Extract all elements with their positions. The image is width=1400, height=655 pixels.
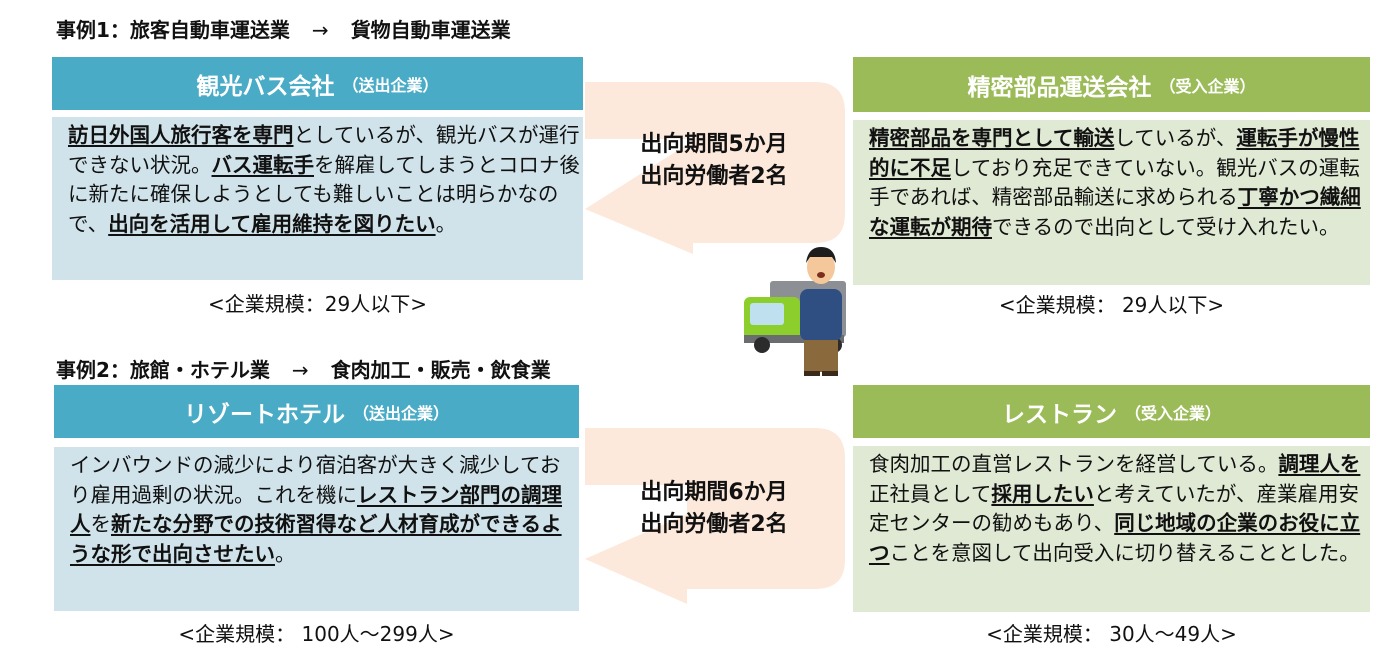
body-text: ことを意図して出向受入に切り替えることとした。 xyxy=(889,540,1360,565)
case1-sender-name: 観光バス会社 xyxy=(196,73,335,100)
emphasized-text: 同じ地域の企業のお役に立つ xyxy=(869,511,1361,565)
case2-transfer-info: 出向期間6か月 出向労働者2名 xyxy=(596,477,832,541)
case2-sender-role: （送出企業） xyxy=(352,403,449,423)
u-turn-arrow-icon xyxy=(585,428,845,604)
case2-title-to: 食肉加工・販売・飲食業 xyxy=(330,358,551,382)
case2-sender-size: <企業規模： 100人～299人> xyxy=(178,622,455,646)
emphasized-text: バス運転手 xyxy=(211,152,315,177)
case1-transfer-info: 出向期間5か月 出向労働者2名 xyxy=(596,129,832,193)
case1-transfer-period: 出向期間5か月 xyxy=(640,132,788,157)
case1-transfer-workers: 出向労働者2名 xyxy=(640,164,788,189)
body-text: を解雇してしまうとコロナ後に新たに確保しようとしても難しいことは明らかなので、 xyxy=(68,152,580,236)
case1-receiver-description: 精密部品を専門として輸送しているが、運転手が慢性的に不足しており充足できていない… xyxy=(853,120,1370,285)
case1-receiver-size: <企業規模： 29人以下> xyxy=(998,293,1225,317)
case2-title-from: 事例2：旅館・ホテル業 xyxy=(56,358,270,382)
right-arrow-icon: → xyxy=(291,358,309,382)
body-text: 。 xyxy=(435,211,457,236)
case2-receiver-header: レストラン （受入企業） xyxy=(853,385,1370,438)
case2-transfer-workers: 出向労働者2名 xyxy=(640,512,788,537)
body-text: しており充足できていない。観光バスの運転手であれば、精密部品輸送に求められる xyxy=(869,155,1360,210)
case1-title: 事例1：旅客自動車運送業 → 貨物自動車運送業 xyxy=(56,14,511,43)
case2-receiver-role: （受入企業） xyxy=(1124,403,1221,423)
body-text: 正社員として xyxy=(869,481,992,506)
emphasized-text: 運転手が慢性的に不足 xyxy=(869,126,1360,180)
body-text: できるので出向として受け入れたい。 xyxy=(992,214,1340,239)
case2-receiver-size: <企業規模： 30人～49人> xyxy=(986,622,1237,646)
case2-receiver-name: レストラン xyxy=(1001,401,1117,428)
body-text: しているが、 xyxy=(1114,126,1237,150)
body-text: インバウンドの減少により宿泊客が大きく減少しており雇用過剰の状況。これを機に xyxy=(70,453,561,507)
case1-sender-header: 観光バス会社 （送出企業） xyxy=(52,57,583,110)
case2-sender-description: インバウンドの減少により宿泊客が大きく減少しており雇用過剰の状況。これを機にレス… xyxy=(54,447,579,611)
case1-receiver-role: （受入企業） xyxy=(1159,76,1256,96)
case1-receiver-header: 精密部品運送会社 （受入企業） xyxy=(853,57,1370,112)
case2-receiver-description: 食肉加工の直営レストランを経営している。調理人を正社員として採用したいと考えてい… xyxy=(853,446,1370,612)
emphasized-text: レストラン部門の調理人 xyxy=(70,482,562,537)
body-text: を xyxy=(90,512,112,536)
case2-title: 事例2：旅館・ホテル業 → 食肉加工・販売・飲食業 xyxy=(56,354,551,383)
truck-driver-illustration xyxy=(744,247,846,376)
case1-title-from: 事例1：旅客自動車運送業 xyxy=(56,18,290,42)
body-text: 。 xyxy=(275,541,296,566)
case2-sender-name: リゾートホテル xyxy=(183,401,345,428)
case1-sender-role: （送出企業） xyxy=(342,75,439,95)
case1-sender-size: <企業規模：29人以下> xyxy=(208,292,427,316)
case1-title-to: 貨物自動車運送業 xyxy=(350,18,511,42)
case2-transfer-period: 出向期間6か月 xyxy=(640,480,788,505)
u-turn-arrow-icon xyxy=(585,82,845,254)
emphasized-text: 採用したい xyxy=(991,481,1094,506)
emphasized-text: 丁寧かつ繊細な運転が期待 xyxy=(869,185,1361,239)
emphasized-text: 調理人を xyxy=(1278,452,1361,476)
body-text: と考えていたが、産業雇用安定センターの勧めもあり、 xyxy=(869,481,1359,536)
emphasized-text: 新たな分野での技術習得など人材育成ができるような形で出向させたい xyxy=(70,512,562,566)
emphasized-text: 訪日外国人旅行客を専門 xyxy=(68,123,294,147)
case2-sender-header: リゾートホテル （送出企業） xyxy=(54,385,579,438)
case1-sender-description: 訪日外国人旅行客を専門としているが、観光バスが運行できない状況。バス運転手を解雇… xyxy=(52,117,583,280)
body-text: としているが、観光バスが運行できない状況。 xyxy=(68,123,580,177)
right-arrow-icon: → xyxy=(311,18,329,42)
case1-receiver-name: 精密部品運送会社 xyxy=(967,74,1152,101)
emphasized-text: 精密部品を専門として輸送 xyxy=(869,126,1115,150)
emphasized-text: 出向を活用して雇用維持を図りたい xyxy=(108,211,436,236)
body-text: 食肉加工の直営レストランを経営している。 xyxy=(869,452,1279,476)
